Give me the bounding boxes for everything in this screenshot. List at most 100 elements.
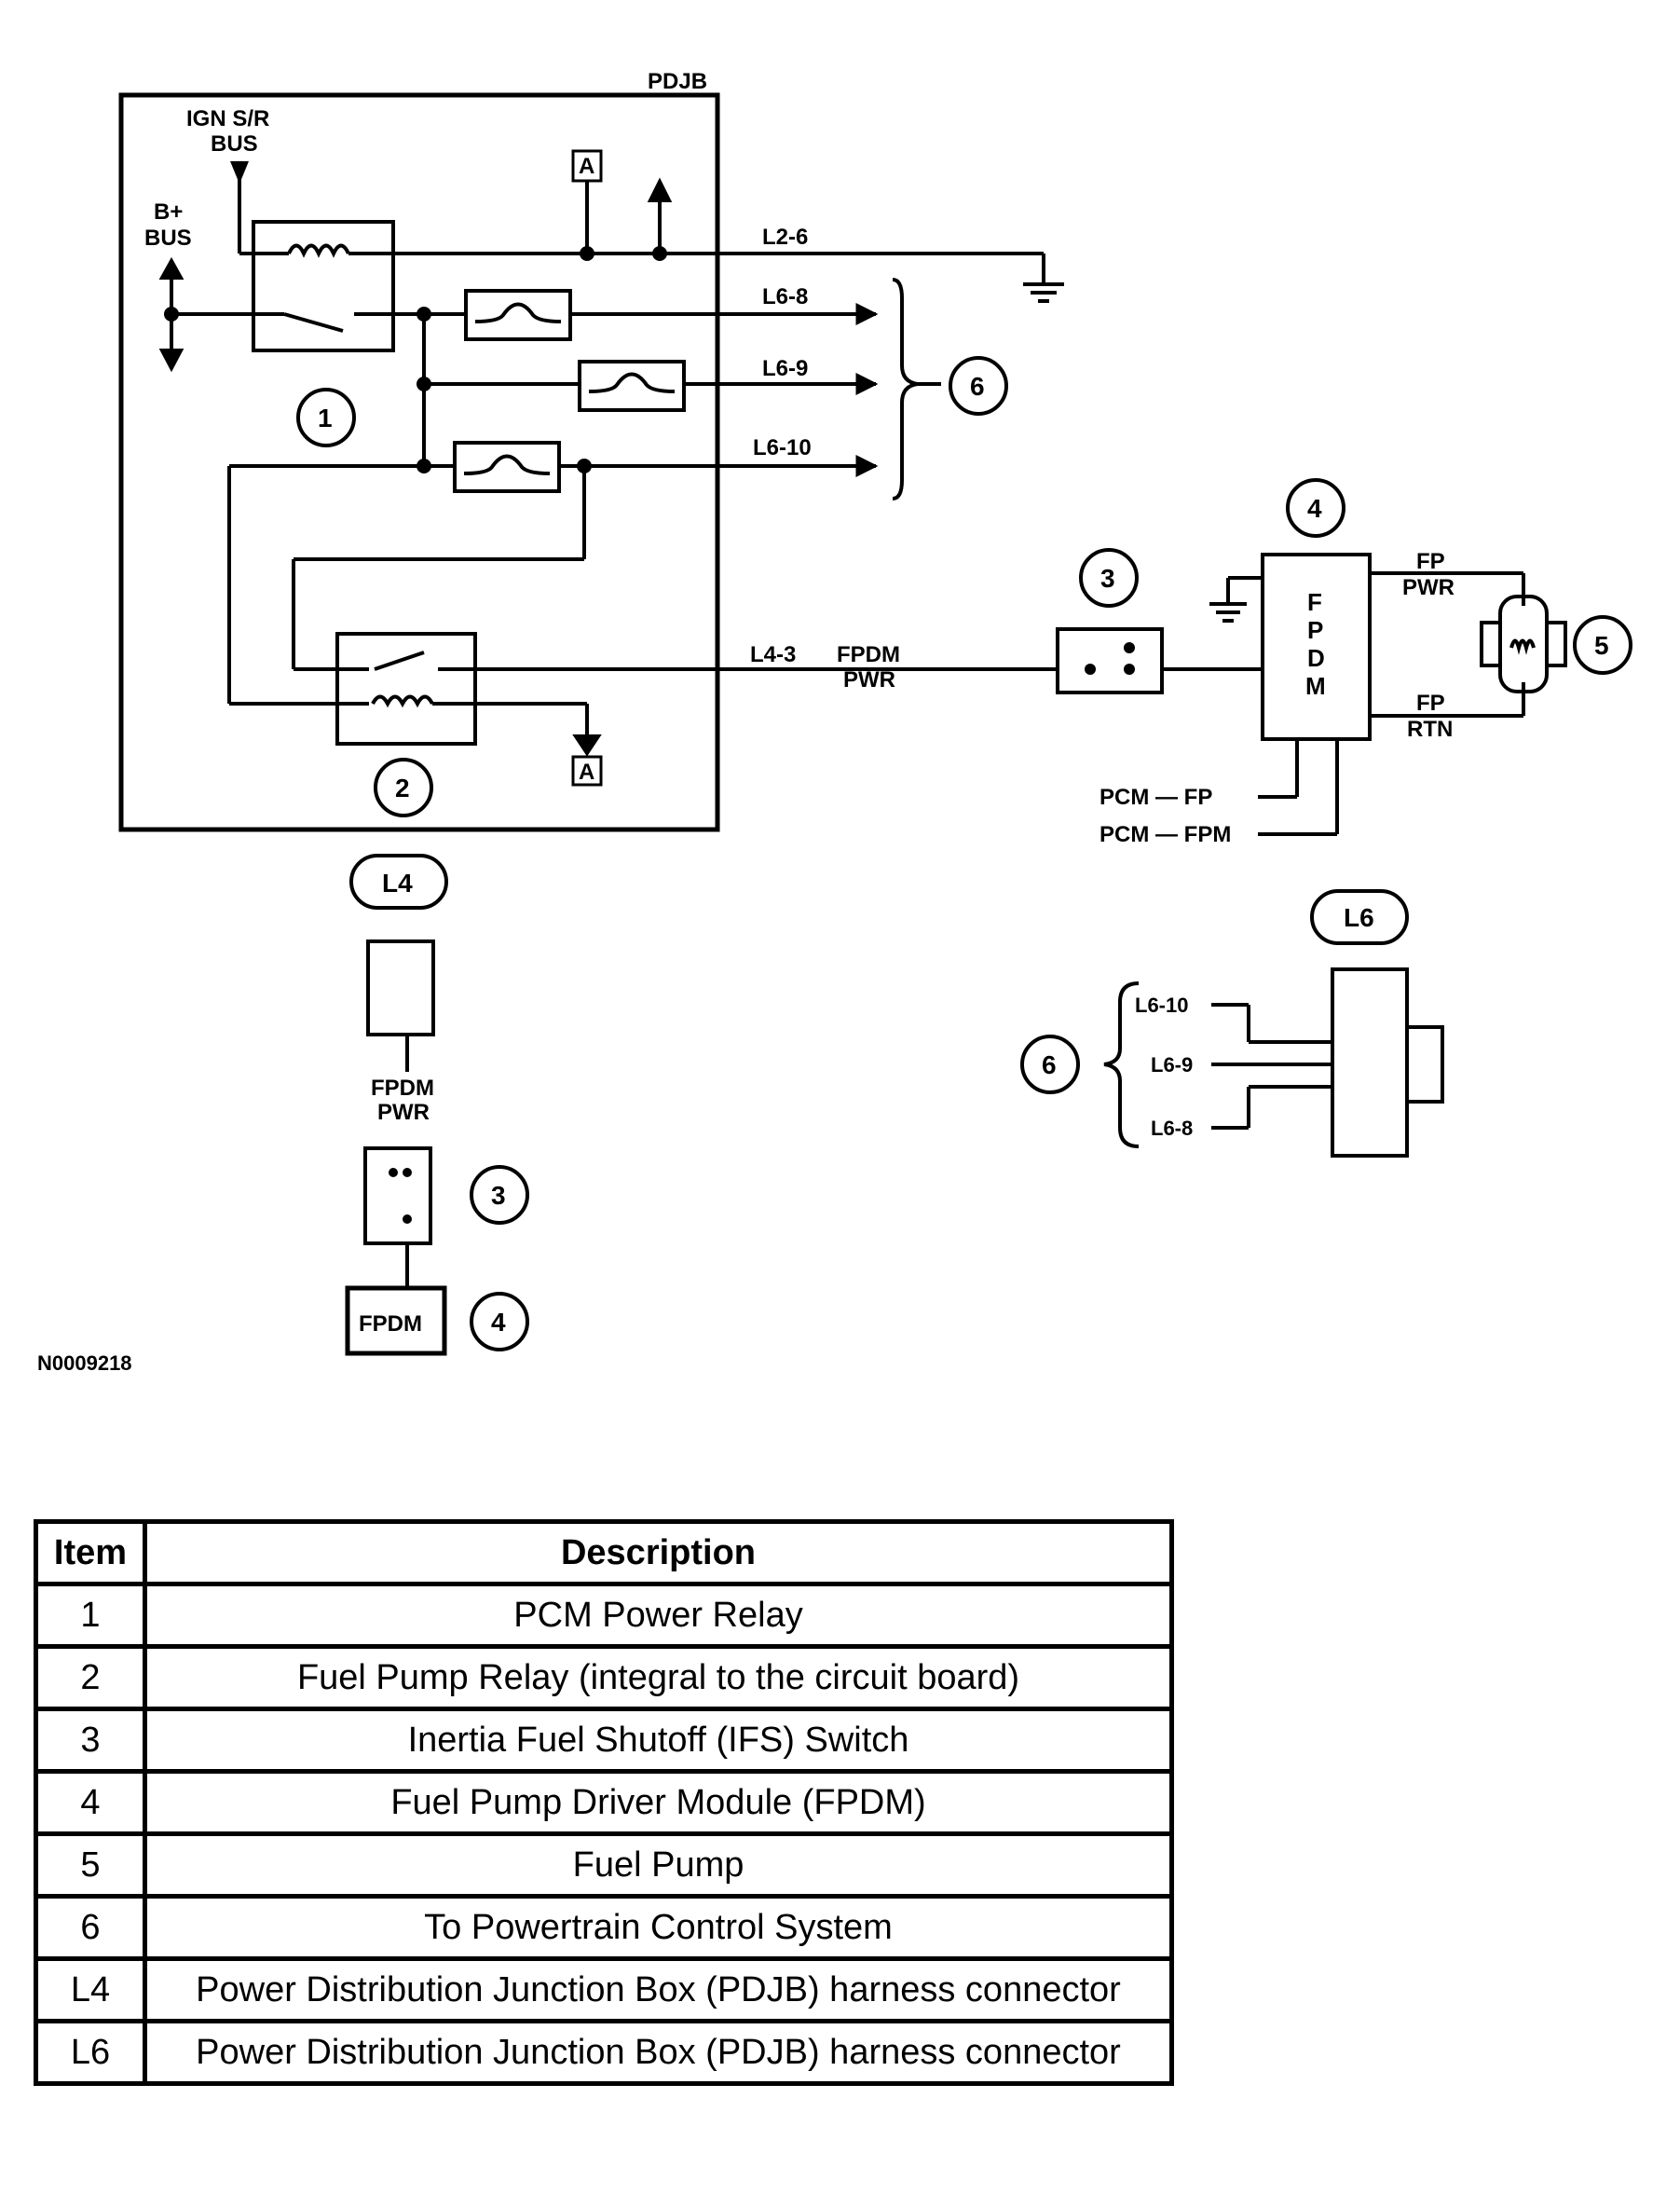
fpdm-pwr-bottom-line2: PWR xyxy=(377,1100,430,1125)
callout-5-label: 5 xyxy=(1594,631,1609,660)
connector-l6-label: L6 xyxy=(1344,903,1374,932)
fpdm-pwr-line1: FPDM xyxy=(837,642,900,667)
brace-six-l6 xyxy=(1103,981,1140,1148)
fpdm-pwr-line2: PWR xyxy=(843,667,895,693)
callout-6-bottom xyxy=(1020,1035,1080,1094)
ign-bus-line2: BUS xyxy=(211,131,258,157)
fpdm-bottom-box xyxy=(345,1285,447,1356)
fuel-pump-relay xyxy=(335,632,477,746)
legend-header-row: Item Description xyxy=(34,1519,1174,1586)
callout-6-top-label: 6 xyxy=(970,372,985,401)
fp-pwr-line2: PWR xyxy=(1402,575,1455,600)
fuse-l6-8 xyxy=(464,289,572,341)
legend-item: L6 xyxy=(34,2019,147,2086)
legend-description: Power Distribution Junction Box (PDJB) h… xyxy=(143,2019,1174,2086)
l6-8-label: L6-8 xyxy=(1151,1117,1193,1140)
pcm-fpm-label: PCM — FPM xyxy=(1100,822,1231,847)
bplus-down-arrow xyxy=(158,349,184,373)
fpdm-pwr-bottom-line1: FPDM xyxy=(371,1076,434,1101)
box-label: PDJB xyxy=(648,69,707,94)
callout-4-bottom xyxy=(470,1292,529,1351)
ref-a-bottom-label: A xyxy=(579,760,594,785)
legend-header-item: Item xyxy=(34,1519,147,1586)
fpdm-letter-f: F xyxy=(1307,588,1322,616)
l4-connector xyxy=(366,939,435,1036)
fpdm-bottom-box-label: FPDM xyxy=(359,1311,422,1337)
callout-3-bottom-label: 3 xyxy=(491,1181,506,1210)
callout-6-bottom-label: 6 xyxy=(1042,1050,1057,1079)
callout-2 xyxy=(374,758,433,817)
wiring-diagram: PDJB IGN S/R BUS B+ BUS A A L2-6 L6-8 L6… xyxy=(37,69,1632,1375)
legend-item: L4 xyxy=(34,1956,147,2023)
circuit-l6-9: L6-9 xyxy=(762,356,808,381)
callout-4-top-label: 4 xyxy=(1307,494,1322,523)
circuit-l6-10: L6-10 xyxy=(753,435,812,460)
legend-description: Power Distribution Junction Box (PDJB) h… xyxy=(143,1956,1174,2023)
callout-1 xyxy=(296,388,356,447)
figure-id: N0009218 xyxy=(37,1351,132,1375)
bplus-up-arrow xyxy=(158,256,184,280)
ground-arrow-a xyxy=(572,734,602,757)
l6-9-label: L6-9 xyxy=(1151,1053,1193,1077)
callout-4-top xyxy=(1286,478,1345,538)
circuit-l4-3: L4-3 xyxy=(750,642,796,667)
legend-header-description: Description xyxy=(143,1519,1174,1586)
bplus-line2: BUS xyxy=(144,226,192,251)
l6-10-label: L6-10 xyxy=(1135,994,1188,1017)
fpdm-letter-p: P xyxy=(1307,616,1323,644)
circuit-l2-6: L2-6 xyxy=(762,225,808,250)
ifs-switch-bottom xyxy=(363,1146,432,1245)
ref-a-bottom xyxy=(571,755,603,787)
up-arrow xyxy=(647,177,673,202)
callout-3-top-label: 3 xyxy=(1100,564,1115,593)
l6-connector xyxy=(1331,967,1409,1158)
legend-item: 6 xyxy=(34,1894,147,1961)
callout-5 xyxy=(1573,615,1632,675)
pcm-fp-label: PCM — FP xyxy=(1100,785,1212,810)
fp-rtn-line2: RTN xyxy=(1407,717,1453,742)
relay2-coil-icon xyxy=(371,694,434,708)
legend-description: PCM Power Relay xyxy=(143,1582,1174,1649)
ign-bus-arrow xyxy=(230,161,249,185)
pcm-power-relay xyxy=(252,220,395,352)
bplus-line1: B+ xyxy=(154,199,183,225)
legend-item: 5 xyxy=(34,1831,147,1899)
legend-description: Fuel Pump Relay (integral to the circuit… xyxy=(143,1644,1174,1711)
ign-bus-line1: IGN S/R xyxy=(186,106,269,131)
callout-2-label: 2 xyxy=(395,774,410,802)
fpdm-letter-m: M xyxy=(1305,672,1326,700)
callout-l4 xyxy=(349,854,448,910)
legend-description: To Powertrain Control System xyxy=(143,1894,1174,1961)
connector-l4-label: L4 xyxy=(382,869,413,898)
callout-6-top xyxy=(949,356,1008,416)
legend-description: Fuel Pump Driver Module (FPDM) xyxy=(143,1769,1174,1836)
fuse-l6-9 xyxy=(578,360,686,412)
relay1-coil-icon xyxy=(287,243,350,258)
callout-l6 xyxy=(1310,889,1409,945)
fpdm-letter-d: D xyxy=(1307,644,1325,672)
fp-pwr-line1: FP xyxy=(1416,549,1445,574)
fuse-l6-10 xyxy=(453,441,561,493)
fp-rtn-line1: FP xyxy=(1416,691,1445,716)
legend-item: 4 xyxy=(34,1769,147,1836)
legend-item: 3 xyxy=(34,1707,147,1774)
callout-1-label: 1 xyxy=(318,404,333,432)
legend-item: 1 xyxy=(34,1582,147,1649)
callout-3-top xyxy=(1079,548,1139,608)
ifs-switch-right xyxy=(1056,627,1164,694)
legend-description: Fuel Pump xyxy=(143,1831,1174,1899)
legend-item: 2 xyxy=(34,1644,147,1711)
brace-six xyxy=(892,278,919,501)
fuel-pump xyxy=(1498,595,1549,693)
fpdm-module xyxy=(1261,553,1372,741)
legend-description: Inertia Fuel Shutoff (IFS) Switch xyxy=(143,1707,1174,1774)
